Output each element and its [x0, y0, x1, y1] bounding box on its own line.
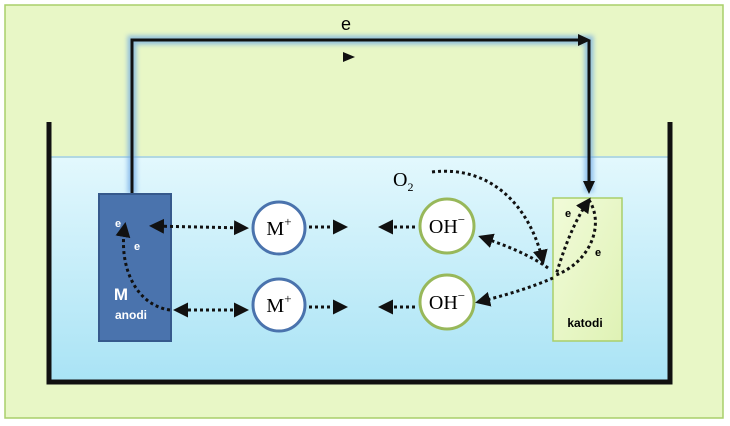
- anode-electron-label-2: e: [134, 241, 140, 253]
- electron-flow-label: e: [341, 14, 351, 34]
- oxygen-label: O2: [393, 169, 413, 194]
- cation-bottom: M+: [251, 277, 307, 333]
- anode-electron-label-1: e: [115, 218, 121, 230]
- svg-text:OH−: OH−: [429, 288, 465, 314]
- anode-cation-arrow-top: [149, 218, 249, 236]
- anode-label: anodi: [115, 308, 147, 322]
- cathode-electron-loop: [553, 197, 597, 278]
- electron-direction-icon: [343, 52, 355, 62]
- cathode-to-anion-bottom-arrow: [475, 276, 554, 307]
- svg-text:M+: M+: [266, 291, 291, 317]
- cation-top: M+: [251, 200, 307, 256]
- svg-text:OH−: OH−: [429, 212, 465, 238]
- anode-metal-symbol: M: [114, 285, 128, 304]
- container: [46, 122, 673, 385]
- wire-arrowhead-down: [583, 181, 595, 194]
- anion-top: OH−: [418, 197, 476, 255]
- anode-electron-path: [115, 222, 171, 312]
- cathode-electron-label-1: e: [565, 208, 571, 220]
- anion-bottom: OH−: [418, 273, 476, 331]
- cathode-label: katodi: [567, 316, 602, 330]
- anode: [98, 193, 172, 342]
- svg-text:M+: M+: [266, 214, 291, 240]
- cathode: [552, 197, 623, 342]
- oxygen-to-cathode-arrow: [431, 169, 548, 265]
- cathode-to-anion-top-arrow: [478, 233, 549, 270]
- external-wire: [130, 38, 583, 194]
- wire-arrowhead-right: [578, 34, 591, 46]
- cathode-electron-label-2: e: [595, 247, 601, 259]
